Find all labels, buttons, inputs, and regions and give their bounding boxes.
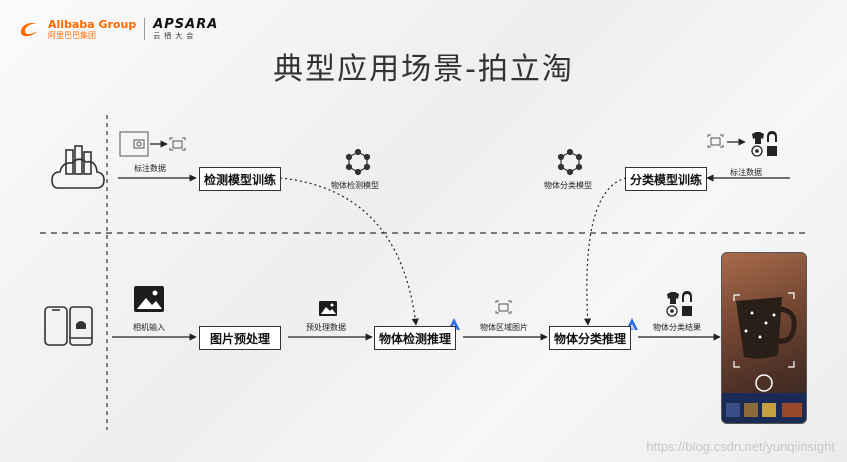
detect-infer-box: 物体检测推理: [374, 326, 456, 350]
region-image-label: 物体区域图片: [480, 323, 528, 332]
labeled-image-icon-right: [707, 134, 724, 148]
alibaba-cn: 阿里巴巴集团: [48, 30, 96, 40]
label-data-left: 标注数据: [134, 164, 166, 173]
class-icons-top: [751, 131, 777, 157]
logo-bar: Alibaba Group 阿里巴巴集团 APSARA 云栖大会: [18, 14, 218, 44]
detect-model-network-icon: [345, 148, 371, 176]
classify-model-label: 物体分类模型: [544, 181, 592, 190]
camera-input-image-icon: [134, 286, 164, 312]
alibaba-wordmark: Alibaba Group 阿里巴巴集团: [48, 19, 136, 40]
dotted-classify-model-to-infer: [584, 177, 627, 326]
apsara-cn: 云栖大会: [153, 32, 198, 40]
logo-divider: [144, 18, 146, 40]
camera-input-label: 相机输入: [133, 323, 165, 332]
class-icons-bottom: [666, 291, 692, 317]
slide-title: 典型应用场景-拍立淘: [273, 52, 574, 87]
apsara-wordmark: APSARA 云栖大会: [153, 18, 218, 40]
iphone-icon: [44, 306, 68, 346]
classify-result-label: 物体分类结果: [653, 323, 701, 332]
detect-train-box: 检测模型训练: [199, 167, 281, 191]
dotted-detect-model-to-infer: [279, 177, 419, 326]
region-image-icon: [495, 300, 512, 314]
alibaba-logo-icon: [18, 19, 40, 39]
alibaba-en: Alibaba Group: [48, 17, 137, 31]
apsara-en: APSARA: [153, 17, 219, 32]
watermark: https://blog.csdn.net/yunqiinsight: [646, 439, 835, 454]
classify-infer-box: 物体分类推理: [549, 326, 631, 350]
mug-shape: [736, 297, 782, 359]
cloud-server-icon: [51, 145, 105, 189]
label-data-right: 标注数据: [730, 168, 762, 177]
shutter-button-icon: [755, 374, 773, 392]
raw-image-icon: [119, 131, 149, 157]
detect-model-label: 物体检测模型: [331, 181, 379, 190]
phone-screenshot-mug: [721, 252, 807, 424]
labeled-image-icon: [169, 137, 186, 151]
android-phone-icon: [69, 306, 93, 346]
classify-model-network-icon: [557, 148, 583, 176]
preprocessed-image-icon: [319, 301, 337, 316]
preprocessed-data-label: 预处理数据: [306, 323, 346, 332]
classify-train-box: 分类模型训练: [625, 167, 707, 191]
preprocess-box: 图片预处理: [199, 326, 281, 350]
